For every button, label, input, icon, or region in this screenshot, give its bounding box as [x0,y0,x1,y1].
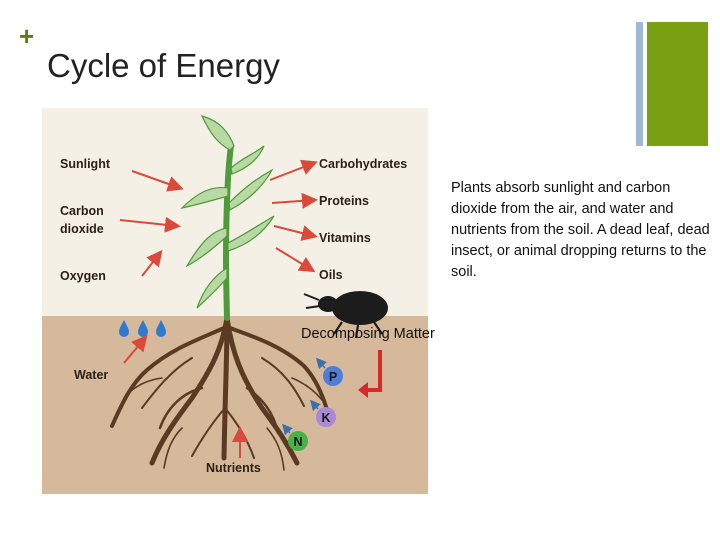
accent-bar-blue [636,22,643,146]
arrow-carbon-dioxide [119,216,181,233]
nutrient-k-label: K [321,411,330,425]
label-proteins: Proteins [319,194,369,208]
arrow-sunlight [131,170,184,192]
nutrient-n-icon: N [282,423,308,451]
plus-bullet: + [19,21,35,51]
label-carbon: Carbon [60,204,104,218]
nutrient-p-label: P [329,370,337,384]
decomposing-matter-label: Decomposing Matter [301,326,435,342]
label-dioxide: dioxide [60,222,104,236]
arrow-vitamins [273,225,318,241]
label-carbohydrates: Carbohydrates [319,157,407,171]
label-oils: Oils [319,268,343,282]
plant-diagram: P K N Sunlight Carbon dioxide Oxygen Wat… [42,108,428,494]
nutrient-k-icon: K [310,399,336,427]
plant-roots [110,315,332,471]
beetle-icon [303,291,388,339]
nutrient-p-icon: P [316,357,343,386]
label-water: Water [74,368,108,382]
accent-bar-green [647,22,708,146]
sky-area [42,108,428,316]
arrow-oils [275,247,316,273]
plant-cycle-figure: P K N Sunlight Carbon dioxide Oxygen Wat… [42,108,428,494]
label-vitamins: Vitamins [319,231,371,245]
nutrient-n-label: N [293,435,302,449]
arrow-water [123,334,148,364]
return-arrow [366,350,382,392]
arrow-carbohydrates [269,159,318,181]
label-oxygen: Oxygen [60,269,106,283]
label-sunlight: Sunlight [60,157,111,171]
label-nutrients: Nutrients [206,461,261,475]
slide-title: Cycle of Energy [47,47,280,84]
description-text: Plants absorb sunlight and carbon dioxid… [451,180,710,280]
return-arrowhead [358,382,368,398]
plant-leaves [180,115,275,309]
arrow-oxygen [141,249,163,277]
arrow-proteins [271,192,318,209]
water-droplets [119,320,166,337]
